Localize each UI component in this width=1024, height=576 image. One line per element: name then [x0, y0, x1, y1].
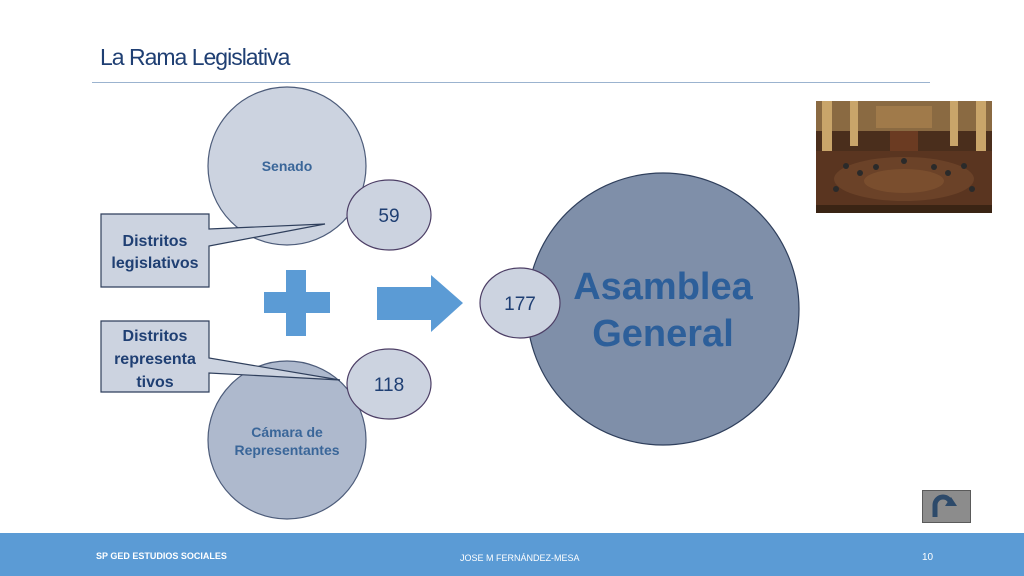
- right-arrow-icon: [377, 275, 463, 332]
- callout1-line2: legislativos: [111, 255, 198, 272]
- legislative-chamber-photo: [816, 101, 992, 213]
- title-divider: [92, 82, 930, 83]
- senate-count-bubble: [346, 179, 432, 251]
- u-turn-arrow-icon: [932, 494, 957, 517]
- callout2-line2: representa: [114, 351, 196, 368]
- callout2-line3: tivos: [136, 374, 173, 391]
- house-count: 118: [374, 375, 404, 396]
- assembly-count-bubble: [479, 267, 561, 339]
- callout1-line1: Distritos: [123, 233, 188, 250]
- senate-circle: [207, 86, 367, 246]
- page-number: 10: [922, 552, 934, 563]
- plus-icon: [264, 270, 330, 336]
- house-circle: [207, 360, 367, 520]
- house-label-line2: Representantes: [234, 442, 339, 458]
- house-count-bubble: [346, 348, 432, 420]
- assembly-count: 177: [504, 294, 536, 315]
- slide-title: La Rama Legislativa: [100, 44, 290, 70]
- senate-label: Senado: [262, 158, 313, 174]
- house-label-line1: Cámara de: [251, 424, 323, 440]
- footer-author: JOSE M FERNÁNDEZ-MESA: [460, 553, 580, 563]
- assembly-label-line2: General: [592, 313, 734, 355]
- callout-representative-districts: [100, 320, 341, 393]
- assembly-circle: [526, 172, 800, 446]
- footer-course-name: SP GED ESTUDIOS SOCIALES: [96, 551, 227, 561]
- assembly-label-line1: Asamblea: [573, 266, 753, 308]
- back-button[interactable]: [922, 490, 971, 523]
- callout-legislative-districts: [100, 213, 326, 288]
- senate-count: 59: [378, 206, 399, 227]
- callout2-line1: Distritos: [123, 328, 188, 345]
- footer-bar: [0, 533, 1024, 576]
